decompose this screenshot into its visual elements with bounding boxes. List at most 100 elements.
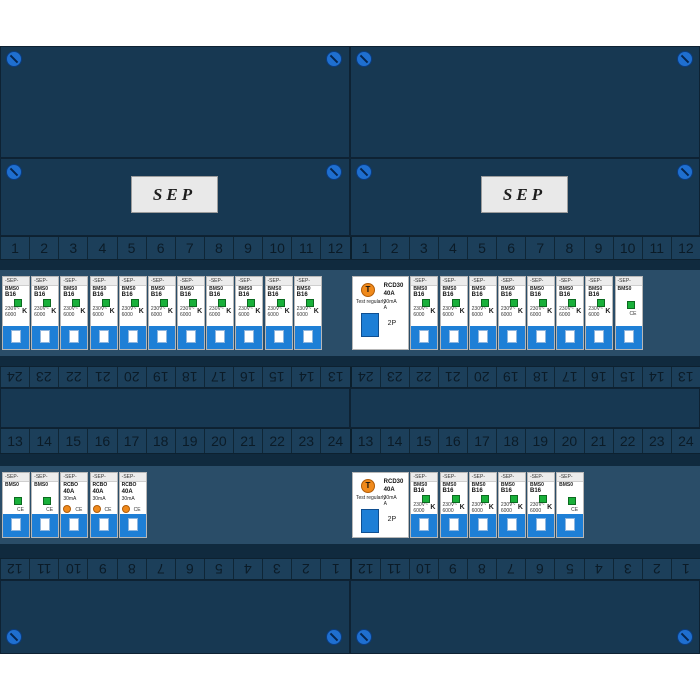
position-number: 17 bbox=[203, 367, 233, 387]
class-mark: K bbox=[138, 308, 144, 315]
rail-gap bbox=[0, 260, 700, 270]
position-number: 6 bbox=[496, 237, 525, 259]
breaker-brand: -SEP- bbox=[34, 474, 48, 480]
position-number-label: 14 bbox=[36, 433, 52, 449]
position-number: 5 bbox=[554, 559, 583, 579]
breaker-brand: -SEP- bbox=[530, 474, 544, 480]
breaker-model: BMS0 bbox=[530, 482, 544, 488]
position-number: 12 bbox=[349, 559, 380, 579]
breaker-voltage: 230V~ bbox=[5, 306, 20, 312]
position-number: 10 bbox=[408, 559, 438, 579]
class-mark: K bbox=[488, 504, 494, 511]
position-number: 17 bbox=[467, 429, 496, 453]
green-indicator-icon bbox=[539, 299, 548, 307]
position-number: 19 bbox=[145, 367, 175, 387]
rcd-toggle bbox=[361, 509, 379, 533]
breaker-top-label bbox=[119, 277, 146, 286]
test-button-icon bbox=[63, 505, 72, 513]
position-number-label: 13 bbox=[327, 369, 344, 385]
ce-mark: CE bbox=[629, 311, 637, 317]
position-number: 14 bbox=[29, 429, 58, 453]
breaker-rating: B16 bbox=[63, 292, 75, 298]
green-indicator-icon bbox=[247, 299, 256, 307]
class-mark: K bbox=[459, 308, 465, 315]
position-number-label: 14 bbox=[386, 433, 403, 449]
breaker-voltage: 230V~ bbox=[442, 502, 458, 508]
position-number: 13 bbox=[349, 429, 380, 453]
green-indicator-icon bbox=[568, 497, 577, 505]
position-number-label: 16 bbox=[445, 433, 461, 449]
position-number: 6 bbox=[525, 559, 554, 579]
green-indicator-icon bbox=[218, 299, 227, 307]
breaker-model: BMS0 bbox=[500, 482, 515, 488]
rcbo-sensitivity: 30mA bbox=[63, 496, 77, 502]
position-number: 4 bbox=[437, 237, 467, 259]
screw-icon bbox=[326, 51, 342, 67]
position-number: 7 bbox=[496, 559, 525, 579]
position-number-label: 3 bbox=[623, 561, 632, 577]
breaker-voltage: 230V~ bbox=[471, 502, 487, 508]
class-mark: K bbox=[80, 308, 86, 315]
position-number: 3 bbox=[262, 559, 291, 579]
position-number: 23 bbox=[641, 429, 671, 453]
breaker-top-label bbox=[265, 277, 292, 286]
brand-text: SEP bbox=[502, 184, 547, 204]
breaker-capacity: 6000 bbox=[92, 312, 104, 318]
position-number: 1 bbox=[0, 237, 29, 259]
position-number: 19 bbox=[174, 429, 204, 453]
breaker-model: BMS0 bbox=[92, 286, 107, 292]
breaker-top-label bbox=[3, 277, 30, 286]
position-number-label: 11 bbox=[649, 240, 665, 256]
breaker-capacity: 6000 bbox=[471, 312, 483, 318]
position-number-label: 9 bbox=[244, 240, 252, 256]
bottom-cover-right bbox=[350, 580, 700, 654]
breaker-voltage: 230V~ bbox=[267, 306, 283, 312]
green-indicator-icon bbox=[43, 497, 52, 505]
breaker-model: BMS0 bbox=[267, 286, 282, 292]
breaker-brand: -SEP- bbox=[559, 474, 573, 480]
position-number: 16 bbox=[583, 367, 613, 387]
ce-mark: CE bbox=[17, 507, 24, 513]
breaker-capacity: 6000 bbox=[296, 312, 308, 318]
position-number-label: 17 bbox=[561, 369, 578, 385]
breaker-model: BMS0 bbox=[442, 482, 457, 488]
position-number-label: 6 bbox=[507, 240, 516, 256]
green-indicator-icon bbox=[72, 299, 81, 307]
position-number: 2 bbox=[379, 237, 409, 259]
breaker-voltage: 230V~ bbox=[559, 306, 574, 312]
class-mark: K bbox=[197, 308, 203, 315]
breaker-toggle bbox=[419, 330, 430, 343]
position-number-label: 11 bbox=[299, 240, 314, 256]
breaker-model: BMS0 bbox=[209, 286, 224, 292]
breaker-toggle bbox=[448, 330, 459, 343]
breaker-voltage: 230V~ bbox=[92, 306, 108, 312]
green-indicator-icon bbox=[509, 495, 518, 503]
position-number: 11 bbox=[379, 559, 409, 579]
rcbo-amps: 40A bbox=[121, 489, 133, 495]
position-number-label: 17 bbox=[474, 433, 490, 449]
class-mark: K bbox=[517, 308, 523, 315]
breaker-toggle bbox=[273, 330, 284, 343]
position-number-label: 3 bbox=[419, 240, 428, 256]
position-number-label: 24 bbox=[7, 369, 23, 385]
breaker-top-label bbox=[119, 473, 146, 482]
position-number-label: 9 bbox=[449, 561, 457, 577]
breaker-capacity: 6000 bbox=[413, 508, 425, 514]
position-number-label: 13 bbox=[7, 433, 23, 449]
position-number: 12 bbox=[670, 237, 700, 259]
breaker-capacity: 6000 bbox=[413, 312, 425, 318]
screw-icon bbox=[356, 164, 372, 180]
breaker-model: BMS0 bbox=[5, 482, 19, 488]
position-number: 7 bbox=[525, 237, 554, 259]
green-indicator-icon bbox=[14, 299, 23, 307]
